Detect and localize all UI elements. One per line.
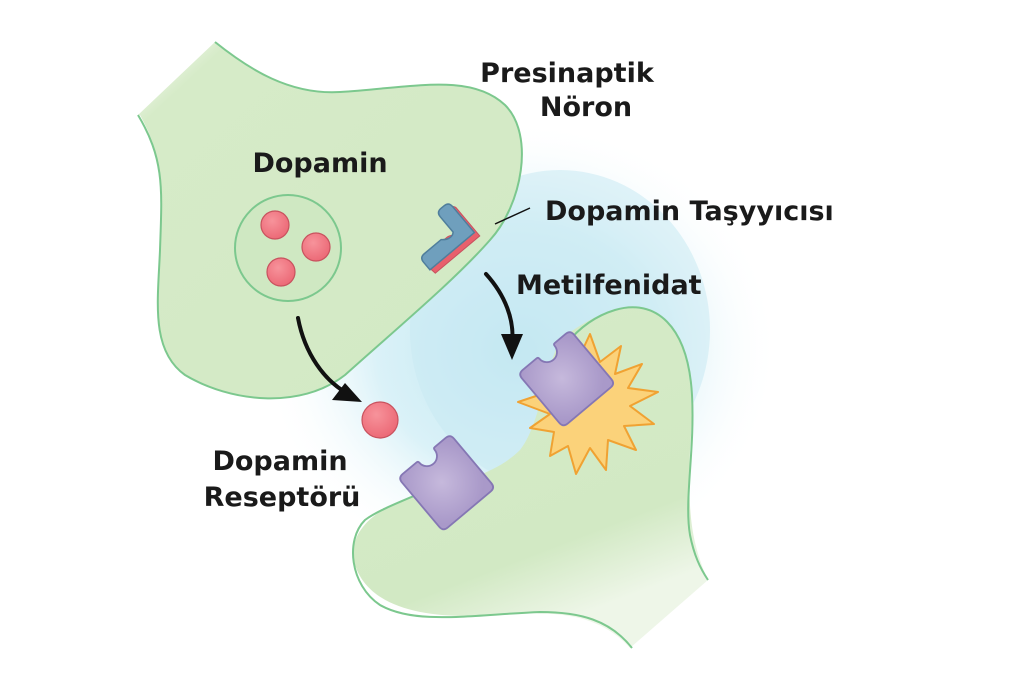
postsynaptic-membrane-lower	[352, 469, 633, 649]
released-dopamine-molecule	[361, 401, 399, 439]
dopamine-label: Dopamin	[252, 148, 387, 179]
postsynaptic-membrane	[539, 306, 709, 581]
presynaptic-label-line2: Nöron	[540, 92, 632, 123]
presynaptic-label-line1: Presinaptik	[480, 58, 655, 89]
receptor-label-line2: Reseptörü	[204, 482, 361, 513]
reuptake-arrow-head	[501, 334, 523, 360]
transporter-label: Dopamin Taşyyıcısı	[545, 196, 834, 227]
dopamine-receptor	[399, 435, 494, 531]
methylphenidate-label: Metilfenidat	[516, 270, 702, 301]
presynaptic-membrane	[137, 41, 523, 400]
dopamine-transporter	[421, 203, 481, 274]
transporter-leader-line	[494, 207, 531, 225]
release-arrow-head	[332, 383, 362, 402]
dopamine-molecule	[301, 232, 331, 262]
release-arrow	[296, 316, 347, 394]
receptor-label-line1: Dopamin	[212, 446, 347, 477]
blocked-dopamine-receptor	[519, 331, 614, 427]
dopamine-molecule	[260, 210, 290, 240]
dopamine-molecule	[266, 257, 296, 287]
